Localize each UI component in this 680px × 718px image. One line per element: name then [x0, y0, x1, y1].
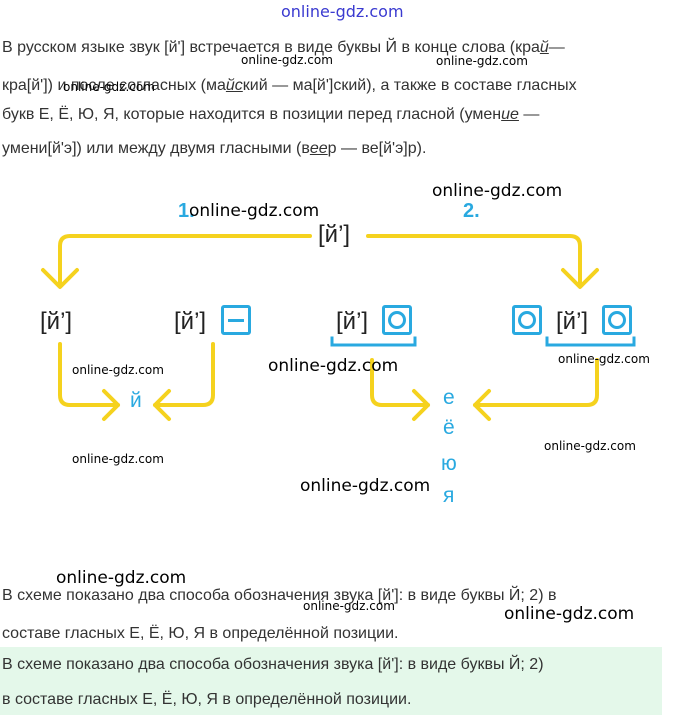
bracket-right2	[545, 336, 636, 347]
watermark: online-gdz.com	[56, 568, 187, 588]
label-number-2: 2.	[463, 200, 480, 222]
watermark: online-gdz.com	[436, 54, 528, 68]
intro-line-4: умени[й'э]) или между двумя гласными (ве…	[2, 139, 427, 157]
sound-left-1: [й’]	[40, 308, 73, 335]
arrow-right1-to-vowels	[370, 358, 430, 407]
vowel-sign-icon	[512, 305, 542, 335]
vowel-letter: е	[443, 386, 455, 409]
sound-left-2: [й’]	[174, 308, 207, 335]
watermark: online-gdz.com	[72, 452, 164, 466]
intro-line-3: букв Е, Ё, Ю, Я, которые находится в поз…	[2, 106, 540, 123]
answer-line-2: в составе гласных Е, Ё, Ю, Я в определён…	[2, 690, 412, 708]
arrow-left2-to-y	[153, 342, 215, 407]
watermark: online-gdz.com	[189, 201, 320, 221]
watermark: online-gdz.com	[303, 599, 395, 613]
arrow-to-left	[58, 234, 312, 287]
watermark: online-gdz.com	[544, 439, 636, 453]
vowel-letter: ю	[441, 452, 457, 475]
arrowhead-left	[41, 268, 79, 289]
arrow-left1-to-y	[58, 342, 120, 407]
answer-highlight-text: В схеме показано два способа обозначения…	[2, 651, 678, 713]
vowel-sign-icon	[602, 305, 632, 335]
watermark: online-gdz.com	[432, 181, 563, 201]
watermark: online-gdz.com	[63, 80, 155, 94]
answer-paragraph: В схеме показано два способа обозначения…	[2, 582, 678, 647]
sound-top: [й’]	[318, 221, 351, 248]
answer-highlight	[0, 647, 662, 715]
answer-line-1: В схеме показано два способа обозначения…	[2, 587, 557, 604]
sound-right-2: [й’]	[556, 308, 589, 335]
intro-paragraph: В русском языке звук [й'] встречается в …	[2, 34, 678, 162]
answer-line-1: В схеме показано два способа обозначения…	[2, 656, 544, 673]
bracket-right1	[330, 336, 417, 347]
watermark: online-gdz.com	[504, 604, 635, 624]
watermark: online-gdz.com	[300, 476, 431, 496]
watermark: online-gdz.com	[558, 352, 650, 366]
watermark: online-gdz.com	[281, 2, 404, 21]
answer-line-2: составе гласных Е, Ё, Ю, Я в определённо…	[2, 624, 399, 642]
watermark: online-gdz.com	[268, 356, 399, 376]
arrowhead-right	[561, 268, 599, 289]
label-number-1: 1.	[178, 200, 195, 222]
arrow-right2-to-vowels	[473, 358, 599, 407]
watermark: online-gdz.com	[72, 363, 164, 377]
arrow-to-right	[366, 234, 582, 287]
sound-right-1: [й’]	[336, 308, 369, 335]
vowel-letter: я	[443, 484, 455, 507]
vowel-sign-icon	[382, 305, 412, 335]
intro-line-1: В русском языке звук [й'] встречается в …	[2, 39, 565, 56]
vowel-letter: ё	[443, 416, 455, 439]
consonant-sign-icon	[221, 305, 251, 335]
letter-y: й	[130, 389, 142, 412]
intro-line-2: кра[й']) и после согласных (майский — ма…	[2, 76, 577, 94]
watermark: online-gdz.com	[241, 53, 333, 67]
